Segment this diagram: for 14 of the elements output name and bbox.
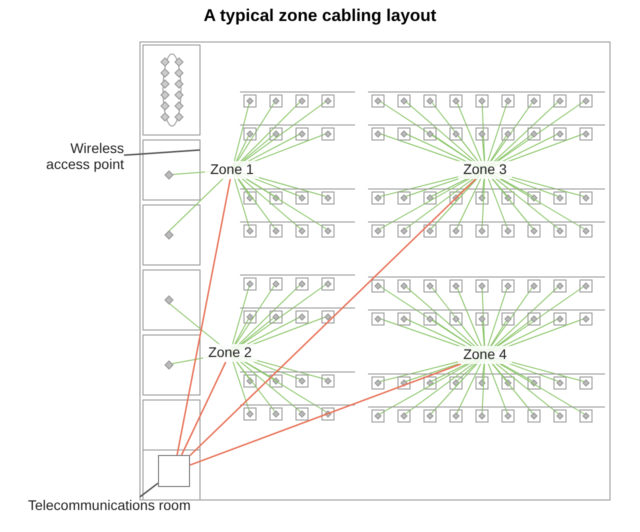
- zone-label: Zone 1: [205, 161, 259, 179]
- room-box: [158, 455, 190, 487]
- cable-line: [176, 178, 231, 456]
- zone-label: Zone 4: [458, 346, 512, 364]
- zone-label: Zone 3: [458, 161, 512, 179]
- cable-line: [190, 363, 462, 466]
- leader-line: [124, 149, 200, 156]
- cable-line: [189, 178, 476, 456]
- leader-line: [139, 482, 158, 498]
- label-text: Telecommunications room: [28, 497, 228, 515]
- zone-label: Zone 2: [203, 344, 257, 362]
- label-text: Wireless access point: [40, 140, 124, 176]
- diagram-title: A typical zone cabling layout: [202, 6, 438, 26]
- cable-line: [180, 362, 226, 456]
